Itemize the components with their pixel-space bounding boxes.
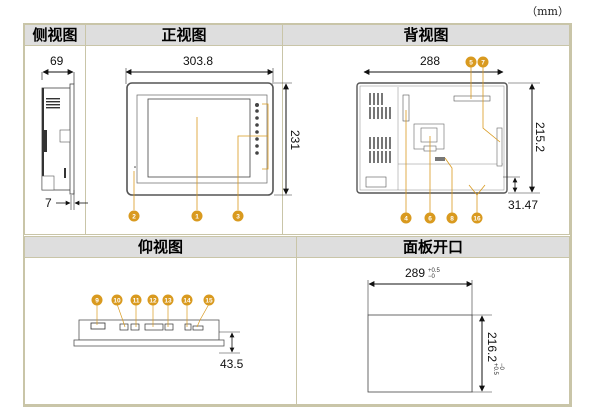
callout-badge-8 [446,212,458,224]
table-frame [23,23,572,407]
callout-badge-7 [477,56,489,68]
dim-label-bottom-height: 43.5 [220,357,244,371]
callout-badge-10 [111,294,123,306]
rear-view-drawing: 288 215.2 31.47 [356,54,547,218]
callout-label-8: 8 [450,215,454,222]
dim-label-cutout-height: 216.2 [485,332,499,362]
callout-label-3: 3 [236,213,240,220]
callout-badge-3 [232,210,244,222]
dim-label-cutout-width: 289 [405,266,425,280]
callout-badge-16 [471,212,483,224]
callout-label-13: 13 [164,297,172,304]
dim-label-width: 303.8 [183,54,213,68]
callout-label-14: 14 [183,297,191,304]
callout-label-10: 10 [113,297,121,304]
front-view-drawing: 303.8 231 [125,54,302,210]
dim-tol-height-plus: +0.5 [492,363,498,376]
callout-badge-1 [191,210,203,222]
dim-label-rear-width: 288 [420,54,440,68]
callout-label-12: 12 [149,297,157,304]
side-view-drawing: 69 7 [41,54,88,210]
callout-label-2: 2 [132,213,136,220]
dim-label-rear-height: 215.2 [533,122,547,152]
unit-label: （mm） [526,5,569,18]
panel-cutout-drawing: 289 +0.5 −0 216.2 +0.5 −0 [367,266,504,393]
callout-badge-4 [400,212,412,224]
dim-tol-width-plus: +0.5 [428,268,441,274]
callout-label-5: 5 [469,59,473,66]
header-panel-cutout: 面板开口 [296,236,570,258]
callout-label-6: 6 [428,215,432,222]
callout-badge-5 [465,56,477,68]
callout-badge-11 [130,294,142,306]
dim-label-depth: 69 [50,54,64,68]
dim-tol-height-minus: −0 [498,363,504,371]
callout-label-16: 16 [473,215,481,222]
callout-label-11: 11 [133,297,140,304]
callout-label-4: 4 [404,215,408,222]
callout-badge-14 [181,294,193,306]
bottom-view-drawing: 43.5 [73,303,244,371]
callout-badge-2 [128,210,140,222]
dim-tol-width-minus: −0 [428,274,436,280]
callout-label-7: 7 [481,59,485,66]
callout-label-15: 15 [205,297,213,304]
dim-label-rear-bottom: 31.47 [508,198,538,212]
header-side-view: 侧视图 [24,24,86,46]
callout-label-9: 9 [95,297,99,304]
dim-label-bezel: 7 [45,196,52,210]
callout-badge-12 [147,294,159,306]
callout-label-1: 1 [195,213,199,220]
dim-label-height: 231 [288,130,302,150]
callout-badge-13 [162,294,174,306]
callout-badge-9 [91,294,103,306]
callout-badge-15 [203,294,215,306]
callout-badge-6 [424,212,436,224]
